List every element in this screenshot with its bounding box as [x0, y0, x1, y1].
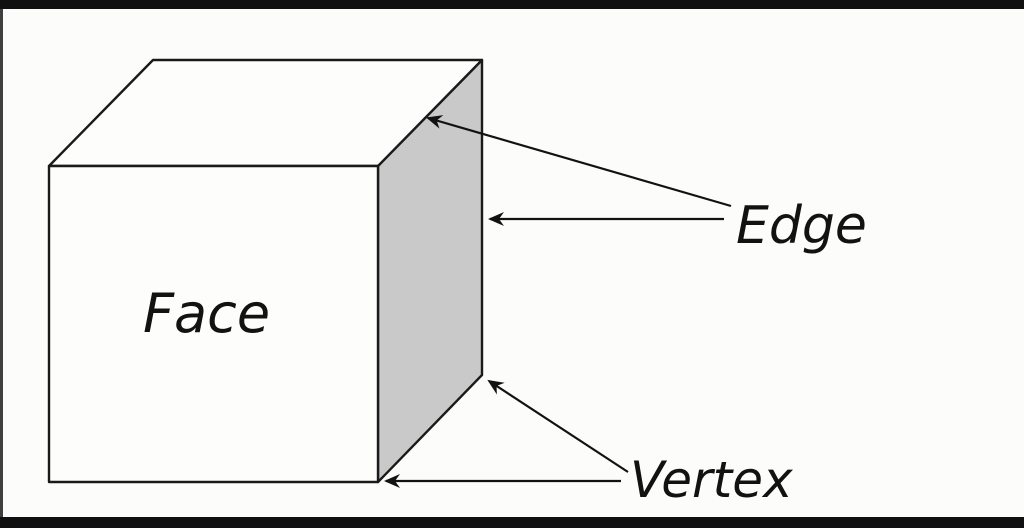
face-label: Face	[143, 282, 270, 345]
edge-pointer-to-top-slant-edge	[426, 115, 732, 208]
letterbox-top-bar	[0, 0, 1024, 9]
letterbox-bottom-bar	[0, 517, 1024, 528]
vertex-pointer-to-back-bottom-vertex	[487, 379, 629, 473]
vertex-label: Vertex	[630, 451, 793, 509]
edge-label: Edge	[736, 196, 867, 256]
cube-front-face	[47, 164, 380, 484]
left-edge-line	[0, 0, 3, 528]
